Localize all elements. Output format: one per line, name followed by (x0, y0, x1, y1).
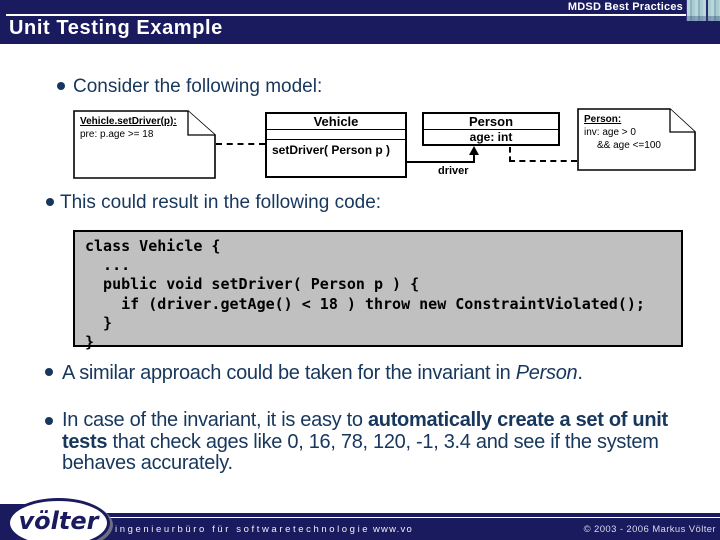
bullet-invariant-unit-tests: In case of the invariant, it is easy to … (45, 409, 705, 475)
bullet-dot (46, 198, 54, 206)
bullet-dot (45, 368, 53, 376)
note-title: Vehicle.setDriver(p): (80, 116, 177, 127)
note-shape-icon (73, 110, 216, 179)
association-label: driver (438, 165, 469, 177)
footer-divider (0, 517, 720, 518)
uml-class-person: Person age: int (422, 112, 560, 146)
voelter-logo: völter (7, 498, 110, 540)
brand-label: MDSD Best Practices (567, 1, 683, 13)
note-content: Vehicle.setDriver(p): pre: p.age >= 18 (80, 115, 177, 141)
bullet-text: A similar approach could be taken for th… (62, 362, 583, 384)
bullet-text: In case of the invariant, it is easy to … (62, 409, 668, 474)
header-divider (6, 14, 720, 16)
uml-note-invariant: Person: inv: age > 0 && age <=100 (577, 108, 696, 171)
class-name: Vehicle (267, 114, 405, 130)
note-body: pre: p.age >= 18 (80, 129, 154, 140)
note-title: Person: (584, 114, 622, 125)
class-attribute: age: int (469, 130, 513, 144)
corner-photo-gap (706, 0, 708, 21)
bullet-text: This could result in the following code: (60, 192, 382, 213)
association-arrowhead-icon (469, 146, 479, 155)
footer-tagline: ingenieurbüro für softwaretechnologie (115, 524, 371, 535)
note-inv-line2: && age <=100 (597, 140, 661, 151)
note-shape-icon (577, 108, 696, 171)
code-text: class Vehicle { ... public void setDrive… (85, 237, 645, 352)
uml-note-precondition: Vehicle.setDriver(p): pre: p.age >= 18 (73, 110, 216, 179)
uml-class-vehicle: Vehicle setDriver( Person p ) (265, 112, 407, 178)
logo-wordmark: völter (18, 507, 99, 535)
note-inv-line1: inv: age > 0 (584, 127, 636, 138)
association-line-horizontal (407, 161, 475, 163)
bullet-consider-model: Consider the following model: (57, 76, 677, 98)
header-bar: MDSD Best Practices Unit Testing Example (0, 0, 720, 44)
footer-url: www.vo (373, 524, 413, 535)
corner-photo-shade (687, 16, 720, 21)
footer-bar (0, 513, 720, 540)
dashed-connector-person-vertical (509, 147, 511, 162)
bullet-dot (57, 82, 65, 90)
corner-photo-icon (686, 0, 720, 21)
bullet-dot (45, 417, 53, 425)
dashed-connector-person-horizontal (509, 160, 577, 162)
class-attributes-empty (267, 130, 405, 140)
bullet-text: Consider the following model: (73, 76, 323, 97)
footer-copyright: © 2003 - 2006 Markus Völter (583, 524, 716, 535)
page-title: Unit Testing Example (9, 17, 223, 39)
bullet-resulting-code: This could result in the following code: (46, 192, 666, 214)
class-name: Person (424, 114, 558, 130)
bullet-similar-approach: A similar approach could be taken for th… (45, 362, 710, 385)
dashed-connector-note-vehicle (216, 143, 265, 145)
class-operation: setDriver( Person p ) (272, 143, 391, 157)
code-block: class Vehicle { ... public void setDrive… (73, 230, 683, 351)
note-content: Person: inv: age > 0 && age <=100 (584, 113, 661, 152)
association-line-vertical (473, 152, 475, 163)
